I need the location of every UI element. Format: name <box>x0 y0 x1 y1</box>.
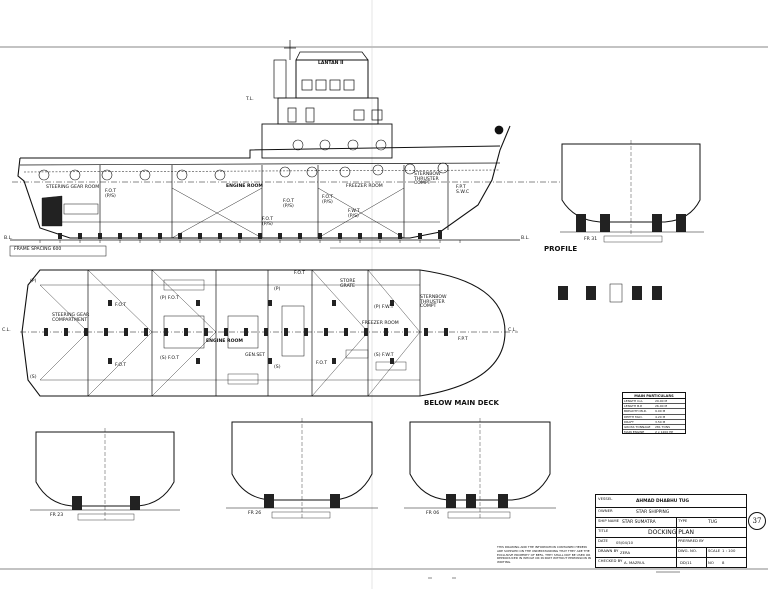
plan-freezer-room: FREEZER ROOM <box>362 321 399 326</box>
section-label-b: FR 23 <box>50 513 64 518</box>
particulars-title: MAIN PARTICULARS <box>623 393 685 399</box>
dwg-number: DD/11 <box>680 560 692 565</box>
particulars-row: LENGTH O.A.29.00 M <box>623 399 685 405</box>
profile-freezer-room: FREEZER ROOM <box>346 184 383 189</box>
plan-fot-s-mid: (S) F.O.T <box>160 356 180 361</box>
main-particulars-table: MAIN PARTICULARS LENGTH O.A.29.00 M LENG… <box>622 392 686 434</box>
title-block: VESSEL AHMAD DHABHU TUG OWNER STAR SHIPP… <box>595 494 747 568</box>
cl-right: C.L. <box>508 328 517 333</box>
ship-name: STAR SUMATRA <box>622 520 656 525</box>
section-fr-a <box>560 140 704 243</box>
profile-view <box>9 40 560 257</box>
plan-engine-room: ENGINE ROOM <box>206 339 243 344</box>
tl-mark: T.L. <box>246 97 254 102</box>
section-fr-b <box>30 428 180 521</box>
profile-fpt: F.P.T S.W.C <box>456 185 470 195</box>
plan-fpt: F.P.T <box>458 337 468 342</box>
bl-right: B.L. <box>521 236 530 241</box>
plan-marker-p2: (P) <box>274 287 281 292</box>
profile-fot-mid: F.O.T (P/S) <box>283 199 295 209</box>
bridge-label: LANTAN II <box>318 61 344 66</box>
plan-marker-s: (S) <box>30 375 37 380</box>
particulars-row: BREADTH MLD.9.00 M <box>623 409 685 415</box>
ship-type: TUG <box>708 520 718 525</box>
bl-left: B.L. <box>4 236 13 241</box>
plan-stern-thruster: STERNBOW THRUSTER COMPT <box>420 295 447 310</box>
plan-gen-set: GEN.SET <box>245 353 265 358</box>
plan-fwt-p: (P) F.W.T <box>374 305 394 310</box>
owner-name: STAR SHIPPING <box>636 510 670 515</box>
plan-fot-right: F.O.T <box>316 361 328 366</box>
profile-stern-thruster: STERNBOW THRUSTER COMPT <box>414 172 441 187</box>
plan-store: STORE GRATE <box>340 279 356 289</box>
sheet-marks <box>428 571 680 579</box>
plan-marker-p: (P) <box>30 279 37 284</box>
section-label-a: FR 31 <box>584 237 598 242</box>
profile-fot-aft: F.O.T (P/S) <box>105 189 117 199</box>
particulars-row: DEPTH MLD.4.20 M <box>623 415 685 420</box>
profile-fot-fwd: F.O.T (P/S) <box>322 195 334 205</box>
profile-title: PROFILE <box>544 245 578 253</box>
profile-keel-blocks <box>58 230 442 239</box>
profile-fot-low: F.O.T (P/S) <box>262 217 274 227</box>
section-label-d: FR 06 <box>426 511 440 516</box>
drawing-notes: THIS DRAWING AND THE INFORMATION CONTAIN… <box>497 545 591 564</box>
plan-title: BELOW MAIN DECK <box>424 399 499 407</box>
profile-fwt: F.W.T (P/S) <box>348 209 360 219</box>
particulars-row: LENGTH B.P.26.00 M <box>623 404 685 410</box>
plan-hull-outline <box>21 269 506 397</box>
profile-engine-room: ENGINE ROOM <box>226 184 263 189</box>
drawing-title: DOCKING PLAN <box>648 529 694 536</box>
plan-fot-top: F.O.T <box>294 271 306 276</box>
plan-keel-blocks <box>44 300 448 364</box>
plan-fot-p-aft: F.O.T <box>115 303 127 308</box>
plan-steering-gear: STEERING GEAR COMPARTMENT <box>52 313 90 323</box>
section-fr-d <box>404 418 556 519</box>
cl-left: C.L. <box>2 328 11 333</box>
vessel-name: AHMAD DHABHU TUG <box>636 499 690 504</box>
plan-fwt-s: (S) F.W.T <box>374 353 394 358</box>
block-detail <box>558 283 662 303</box>
section-fr-c <box>226 418 378 519</box>
frame-spacing: FRAME SPACING 600 <box>14 247 62 252</box>
section-label-c: FR 26 <box>248 511 262 516</box>
page-number: 37 <box>748 512 766 530</box>
plan-view <box>20 269 518 397</box>
plan-marker-s2: (S) <box>274 365 281 370</box>
plan-fot-s-aft: F.O.T <box>115 363 127 368</box>
plan-fot-p-mid: (P) F.O.T <box>160 296 179 301</box>
profile-steering-gear-room: STEERING GEAR ROOM <box>46 185 100 190</box>
